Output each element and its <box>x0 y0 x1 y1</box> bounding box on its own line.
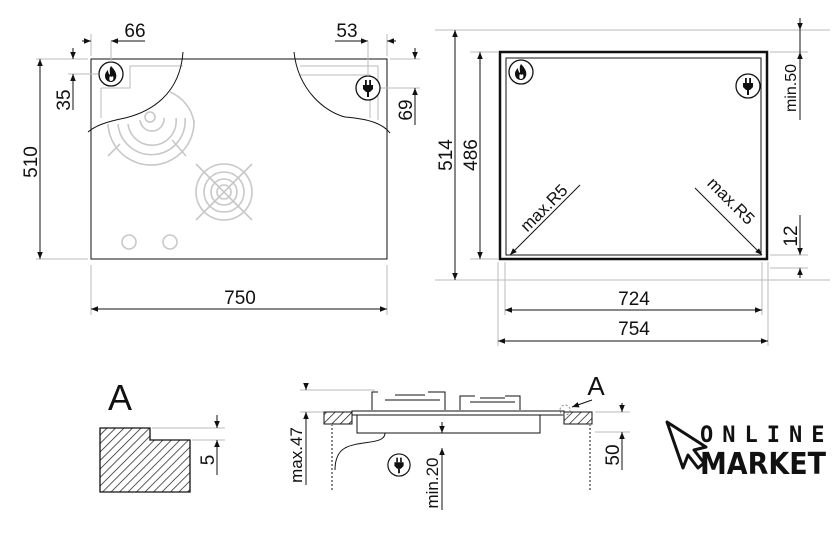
worktop-left <box>323 411 353 425</box>
cursor-icon <box>665 420 708 470</box>
dim-outer-height: 514 <box>436 139 457 171</box>
online-market-logo: ONLINE MARKET <box>665 420 833 482</box>
worktop-right <box>563 411 593 425</box>
dim-height: 510 <box>21 146 42 178</box>
large-burner <box>107 91 195 166</box>
hob-body <box>356 414 541 434</box>
top-view: 510 750 66 35 53 69 <box>21 21 420 315</box>
dim-worktop: 50 <box>603 444 624 465</box>
dim-bottom: 12 <box>781 225 802 246</box>
dim-radius-left: max.R5 <box>517 181 572 236</box>
electric-plug-icon <box>735 73 761 99</box>
burner-small-side <box>459 395 521 410</box>
dim-inner-width: 724 <box>618 289 650 310</box>
cutout-inner <box>505 57 762 256</box>
electric-plug-icon <box>387 453 411 477</box>
gas-zone-curve <box>87 51 184 133</box>
electric-plug-icon <box>355 75 381 101</box>
dim-step: 5 <box>198 455 219 466</box>
worktop-section <box>99 427 191 493</box>
section-view: max.47 min.20 50 A <box>287 371 630 510</box>
hob-glass <box>351 410 565 416</box>
small-burner <box>195 163 253 221</box>
logo-line2: MARKET <box>700 447 826 482</box>
knob <box>162 234 178 250</box>
dim-outer-width: 754 <box>618 319 650 340</box>
plug-zone-curve <box>293 51 391 134</box>
dim-plug-x: 53 <box>336 21 357 42</box>
dim-top-clearance: min.50 <box>783 64 800 112</box>
logo-line1: ONLINE <box>700 423 833 448</box>
knob <box>121 234 137 250</box>
dim-min-below: min.20 <box>423 457 442 508</box>
detail-a-label: A <box>108 377 132 418</box>
cutout-outer <box>498 50 769 261</box>
power-cable <box>334 432 386 471</box>
dim-plug-y: 69 <box>396 99 417 120</box>
gas-flame-icon <box>508 59 534 85</box>
detail-marker: A <box>587 371 605 401</box>
cutout-view: 514 486 min.50 12 max.R5 max.R5 724 754 <box>435 18 830 346</box>
detail-a: A 5 <box>99 377 225 493</box>
burner-large-side <box>371 391 446 410</box>
gas-flame-icon <box>98 61 124 87</box>
hob-outline <box>90 58 388 260</box>
dim-gas-y: 35 <box>54 89 75 110</box>
dim-gas-x: 66 <box>124 21 145 42</box>
dim-inner-height: 486 <box>461 139 482 171</box>
dim-width: 750 <box>224 288 256 309</box>
dim-max-height: max.47 <box>287 427 306 483</box>
dim-radius-right: max.R5 <box>703 174 758 229</box>
